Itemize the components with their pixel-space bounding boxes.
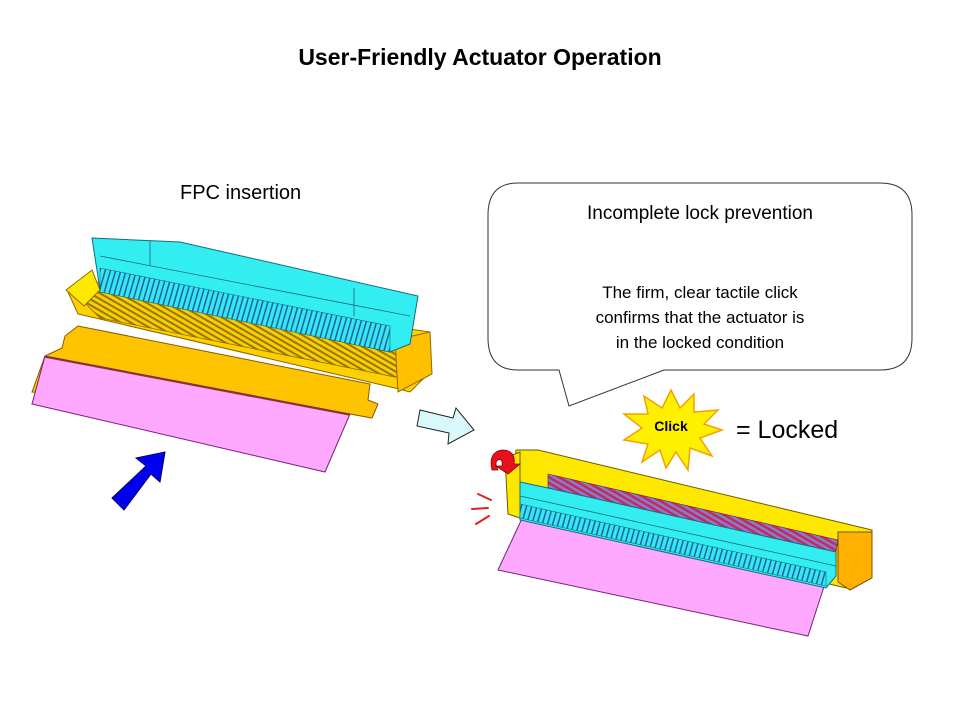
arrow-up-right-icon (111, 451, 166, 511)
vibration-lines-icon (471, 493, 492, 525)
callout-body-line: confirms that the actuator is (595, 308, 805, 327)
callout-heading: Incomplete lock prevention (586, 203, 813, 224)
click-label: Click (654, 418, 688, 434)
arrow-right-icon (416, 406, 475, 445)
callout-bubble (487, 182, 913, 407)
starburst-icon (621, 388, 725, 473)
slide-title: User-Friendly Actuator Operation (298, 44, 662, 70)
fpc-insertion-label: FPC insertion (180, 182, 302, 204)
connector-locked-illustration (497, 449, 873, 637)
callout-body: The firm, clear tactile click confirms t… (520, 280, 880, 355)
fpc-cable-illustration (31, 325, 379, 473)
callout-body-line: in the locked condition (615, 333, 785, 352)
rotate-arrow-icon (490, 449, 522, 475)
locked-label: = Locked (736, 416, 839, 444)
callout-body-line: The firm, clear tactile click (602, 283, 798, 302)
connector-open-illustration (65, 237, 433, 393)
